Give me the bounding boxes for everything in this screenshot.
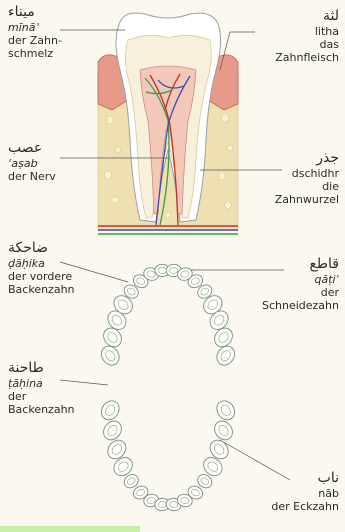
- label-nerve-german: der Nerv: [8, 170, 56, 183]
- tooth: [98, 343, 123, 369]
- label-incisor-german-1: der: [262, 286, 339, 299]
- label-root-german-1: die: [275, 180, 339, 193]
- tooth: [100, 418, 125, 444]
- footer-accent-bar: [0, 526, 140, 532]
- label-incisor-german-2: Schneidezahn: [262, 299, 339, 312]
- label-enamel-german-1: der Zahn-: [8, 34, 62, 47]
- label-incisor-translit: qāṭiʿ: [262, 273, 339, 286]
- label-root-german-2: Zahnwurzel: [275, 193, 339, 206]
- label-premolar: ضاحكة ḍāḥika der vordere Backenzahn: [8, 240, 75, 296]
- label-enamel-arabic: ميناء: [8, 4, 62, 21]
- label-root-translit: dschidhr: [275, 167, 339, 180]
- label-gum-german-2: Zahnfleisch: [275, 51, 339, 64]
- label-molar-translit: ṭāḥina: [8, 377, 75, 390]
- tooth: [98, 397, 123, 423]
- label-canine-german: der Eckzahn: [271, 500, 339, 513]
- label-molar: طاحنة ṭāḥina der Backenzahn: [8, 360, 75, 416]
- label-gum-german-1: das: [275, 38, 339, 51]
- label-molar-arabic: طاحنة: [8, 360, 75, 377]
- label-incisor: قاطع qāṭiʿ der Schneidezahn: [262, 256, 339, 312]
- label-incisor-arabic: قاطع: [262, 256, 339, 273]
- label-premolar-german-1: der vordere: [8, 270, 75, 283]
- label-premolar-german-2: Backenzahn: [8, 283, 75, 296]
- label-nerve-translit: ʿaṣab: [8, 157, 56, 170]
- label-nerve-arabic: عصب: [8, 140, 56, 157]
- lower-dental-arch: [98, 397, 238, 511]
- tooth: [213, 343, 238, 369]
- label-enamel-translit: mīnāʾ: [8, 21, 62, 34]
- label-gum-arabic: لثة: [275, 8, 339, 25]
- label-root-arabic: جذر: [275, 150, 339, 167]
- label-root: جذر dschidhr die Zahnwurzel: [275, 150, 339, 206]
- label-enamel: ميناء mīnāʾ der Zahn- schmelz: [8, 4, 62, 60]
- tooth: [211, 418, 236, 444]
- label-molar-german-2: Backenzahn: [8, 403, 75, 416]
- tooth-cross-section: [98, 13, 238, 234]
- label-molar-german-1: der: [8, 390, 75, 403]
- label-enamel-german-2: schmelz: [8, 47, 62, 60]
- label-nerve: عصب ʿaṣab der Nerv: [8, 140, 56, 183]
- label-gum: لثة litha das Zahnfleisch: [275, 8, 339, 64]
- label-premolar-arabic: ضاحكة: [8, 240, 75, 257]
- label-canine-arabic: ناب: [271, 470, 339, 487]
- label-gum-translit: litha: [275, 25, 339, 38]
- label-canine-translit: nāb: [271, 487, 339, 500]
- label-premolar-translit: ḍāḥika: [8, 257, 75, 270]
- tooth: [213, 397, 238, 423]
- label-canine: ناب nāb der Eckzahn: [271, 470, 339, 513]
